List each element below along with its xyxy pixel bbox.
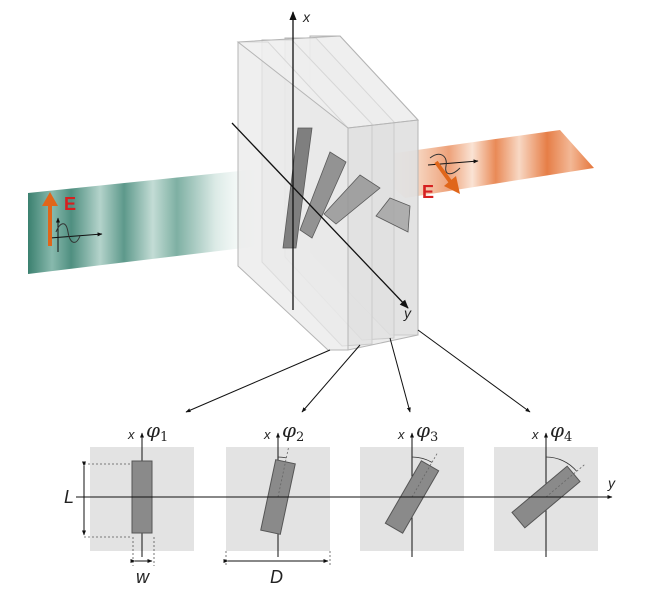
unit-cell-phi-label: φ2: [282, 418, 304, 445]
incident-beam: [28, 168, 268, 274]
unit-cell-orientation-line: [277, 446, 290, 498]
axis-x-label: x: [302, 9, 311, 25]
stack-rods: [282, 127, 411, 249]
unit-cell-x-label: x: [263, 427, 271, 442]
unit-cell-x-label: x: [127, 427, 135, 442]
unit-cell-angle-arc: [277, 456, 287, 459]
axis-y-label: y: [403, 305, 412, 321]
dimension-length: L: [64, 461, 132, 538]
transmitted-field: E: [422, 153, 479, 202]
unit-cell-phi-label: φ1: [146, 418, 168, 445]
unit-cell-phi-index: 2: [296, 430, 304, 445]
transmitted-field-label: E: [422, 182, 434, 202]
unit-cell-x-label: x: [531, 427, 539, 442]
incident-field: E: [42, 192, 103, 252]
unit-cell-phi-index: 1: [160, 430, 168, 445]
panel-y-label: y: [607, 475, 616, 491]
unit-cell-phi-index: 3: [430, 430, 438, 445]
period-label: D: [270, 567, 283, 587]
unit-cell-phi-label: φ4: [550, 418, 572, 445]
unit-cell-2: x φ2: [226, 418, 330, 557]
unit-cell-phi-index: 4: [564, 430, 572, 445]
axes-3d: x y: [231, 9, 412, 321]
unit-cell-angle-arc: [411, 456, 433, 463]
dimension-width: w: [130, 537, 155, 587]
width-label: w: [136, 567, 150, 587]
incident-field-label: E: [64, 194, 76, 214]
unit-cell-3: x φ3: [360, 418, 464, 557]
unit-cell-x-label: x: [397, 427, 405, 442]
unit-cell-1: x φ1: [90, 418, 194, 557]
unit-cell-phi-label: φ3: [416, 418, 438, 445]
unit-cell-angle-arc: [545, 456, 577, 472]
unit-cell-panels: x φ1 x φ2 x φ3 x φ4: [90, 418, 598, 557]
pointer-arrows: [185, 329, 531, 413]
unit-cell-orientation-line: [411, 451, 439, 498]
unit-cell-4: x φ4: [494, 418, 598, 557]
unit-cell-orientation-line: [545, 463, 587, 498]
panel-y-axis: y: [76, 475, 616, 499]
dimension-period: D: [223, 551, 331, 587]
length-label: L: [64, 487, 74, 507]
